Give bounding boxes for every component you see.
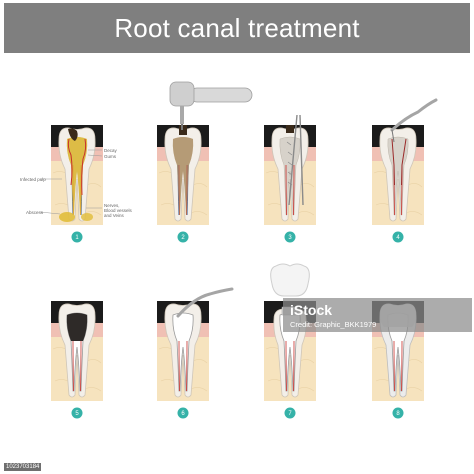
- step-badge: [177, 231, 189, 243]
- label-decay: Decay: [104, 148, 118, 153]
- label-abscess: Abscess: [26, 210, 44, 215]
- annotation-lines: [39, 149, 103, 215]
- step-badge: [392, 407, 404, 419]
- crown-icon: [270, 263, 310, 297]
- panel-step-4: [371, 124, 425, 226]
- step-badge: [284, 407, 296, 419]
- label-nerves-line-3: and Veins: [104, 213, 125, 218]
- syringe-icon: [390, 98, 438, 143]
- step-badge: [71, 231, 83, 243]
- step-badge: [71, 407, 83, 419]
- step-badges: [71, 231, 404, 419]
- step-number: 3: [288, 235, 292, 241]
- watermark: iStock Credit: Graphic_BKK1979: [283, 298, 472, 332]
- panel-step-5: [50, 300, 104, 402]
- step-number: 5: [75, 411, 79, 417]
- title-bar: Root canal treatment: [4, 3, 470, 53]
- step-number: 8: [396, 411, 400, 417]
- label-nerves-line-2: Blood vessels: [104, 208, 133, 213]
- step-badge: [177, 407, 189, 419]
- page-title: Root canal treatment: [114, 12, 360, 43]
- label-infected-pulp: Infected pulp: [20, 177, 46, 182]
- image-id-stamp: 1023703184: [4, 463, 42, 471]
- panel-step-3: [263, 124, 317, 226]
- step-badge: [284, 231, 296, 243]
- panel-step-6: [156, 300, 210, 402]
- step-number: 6: [181, 411, 185, 417]
- watermark-credit: Credit: Graphic_BKK1979: [290, 320, 376, 329]
- step-number: 4: [396, 235, 400, 241]
- step-number: 1: [75, 235, 79, 241]
- step-number: 7: [288, 411, 292, 417]
- label-nerves: Nerves, Blood vessels and Veins: [104, 203, 133, 218]
- panel-step-1: [50, 124, 104, 226]
- label-nerves-line-1: Nerves,: [104, 203, 120, 208]
- step-badge: [392, 231, 404, 243]
- instrument-icon: [176, 287, 234, 318]
- watermark-brand: iStock: [290, 302, 332, 318]
- dental-drill-icon: [169, 81, 253, 130]
- step-number: 2: [181, 235, 185, 241]
- panel-step-2: [156, 124, 210, 226]
- label-gums: Gums: [104, 154, 117, 159]
- root-file-icon: [286, 114, 304, 206]
